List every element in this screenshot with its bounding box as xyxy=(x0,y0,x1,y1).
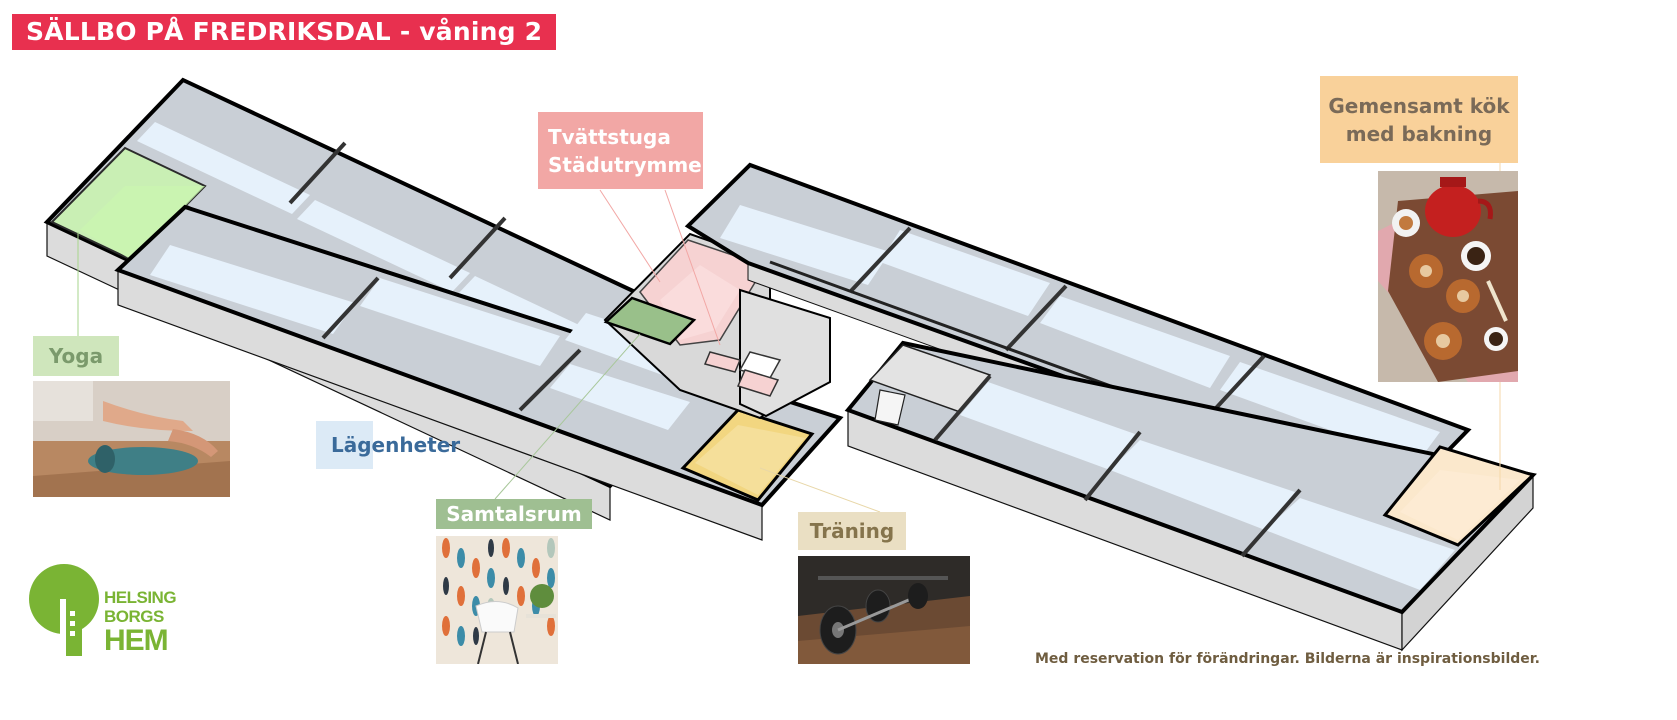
logo-wordmark: HELSING BORGS HEM xyxy=(104,588,177,657)
label-kitchen: Gemensamt kök med bakning xyxy=(1320,76,1518,163)
label-training: Träning xyxy=(798,512,906,550)
label-laundry: Tvättstuga Städutrymme xyxy=(538,112,703,189)
room-d2 xyxy=(1110,440,1295,530)
label-apartments: Lägenheter xyxy=(316,421,460,469)
central-core xyxy=(603,232,831,420)
yoga-mat-photo xyxy=(33,381,230,497)
label-laundry-line2: Städutrymme xyxy=(548,152,702,177)
logo-line2: BORGS xyxy=(104,607,164,626)
logo-line3: HEM xyxy=(104,624,169,657)
room-a1 xyxy=(137,122,310,214)
coffee-and-buns-photo xyxy=(1378,171,1518,382)
room-c4 xyxy=(1220,362,1440,462)
tree-building-logo-icon xyxy=(29,564,99,656)
label-yoga: Yoga xyxy=(33,336,119,376)
room-c3 xyxy=(1040,296,1230,388)
label-conversation-room: Samtalsrum xyxy=(436,499,592,529)
disclaimer-text: Med reservation för förändringar. Bilder… xyxy=(1035,651,1540,667)
wing-south-east xyxy=(844,340,1537,652)
page-title: SÄLLBO PÅ FREDRIKSDAL - våning 2 xyxy=(12,14,557,50)
patterned-wallpaper-chair-photo xyxy=(436,536,558,664)
room-d3 xyxy=(1265,498,1455,590)
room-b2 xyxy=(360,278,560,366)
room-b1 xyxy=(150,245,355,334)
label-kitchen-line1: Gemensamt kök xyxy=(1328,93,1510,118)
barbell-photo xyxy=(798,556,970,664)
logo-line1: HELSING xyxy=(104,588,177,607)
room-c1 xyxy=(720,205,890,285)
label-kitchen-line2: med bakning xyxy=(1345,121,1493,146)
room-a2 xyxy=(297,200,470,292)
room-conversation xyxy=(603,296,697,346)
label-laundry-line1: Tvättstuga xyxy=(548,124,671,149)
room-d1 xyxy=(960,382,1135,470)
wing-south-west xyxy=(114,204,844,541)
room-c2 xyxy=(880,230,1050,316)
